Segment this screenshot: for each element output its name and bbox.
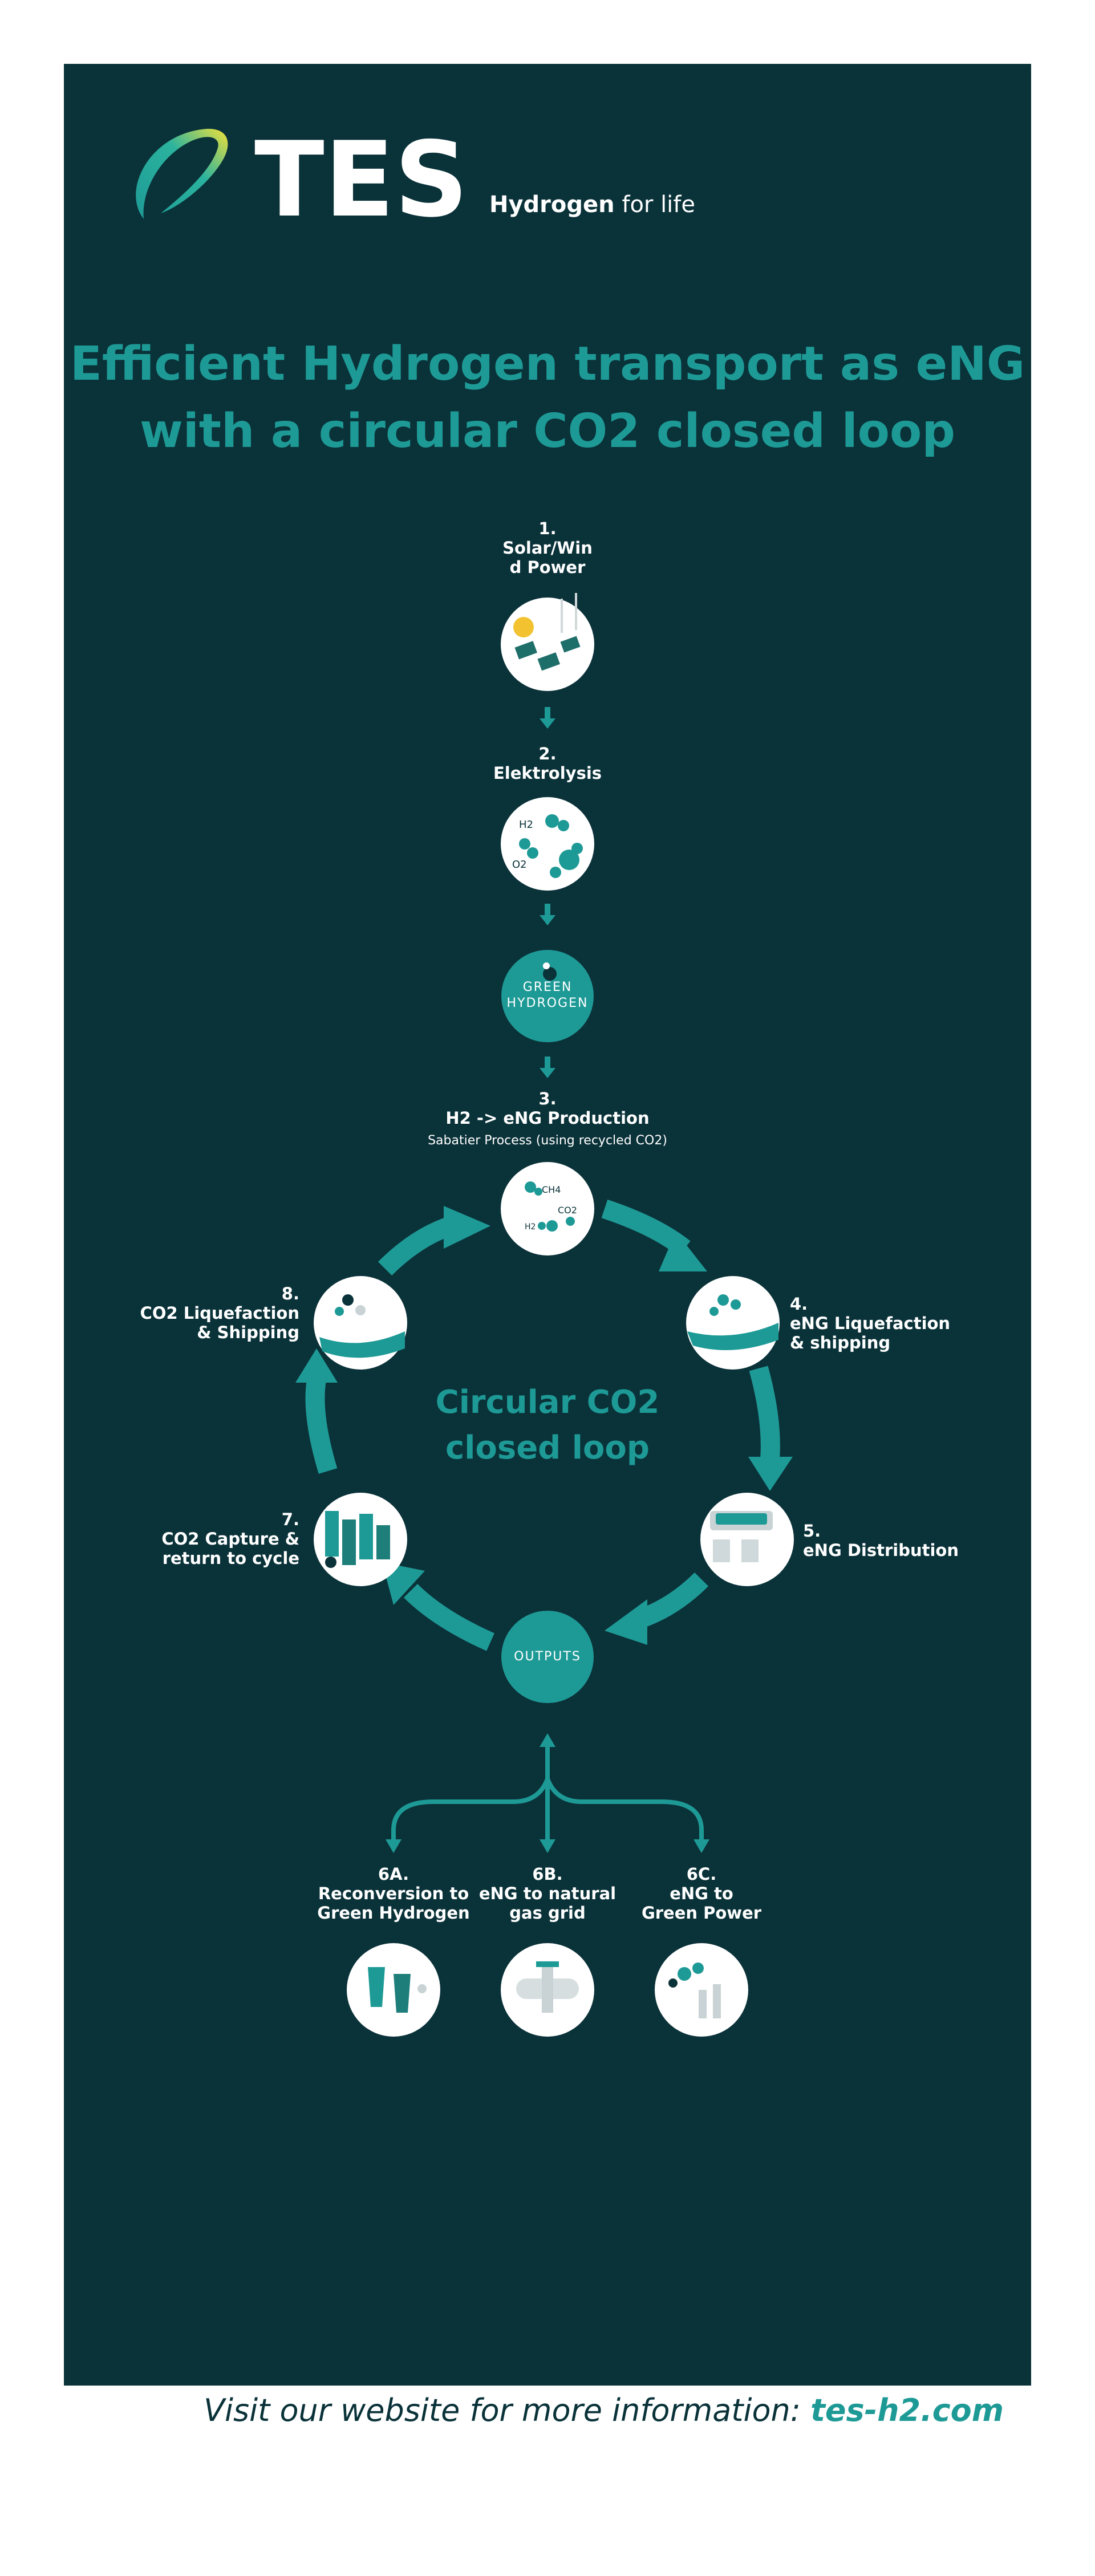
step-8-title: CO2 Liquefaction & Shipping [140,1303,299,1342]
step-6a-label: 6A. Reconversion to Green Hydrogen [308,1864,479,1923]
loop-arrow-5-to-outputs [635,1572,709,1629]
step-2-label: 2. Elektrolysis [439,744,656,783]
step-5-label: 5. eNG Distribution [803,1521,1008,1560]
brand-tagline: Hydrogen for life [489,192,695,218]
arrowhead-up-outputs [540,1733,555,1747]
h2-label-small: H2 [525,1222,536,1232]
tes-wordmark: TES [254,136,468,221]
loop-arrow-outputs-to-7 [403,1583,494,1651]
hydrogen-atom-icon [543,962,550,969]
step-7-number: 7. [281,1510,299,1529]
step-6b-title: eNG to natural gas grid [478,1884,617,1923]
tagline-rest: for life [614,192,695,218]
arrow-green-to-3 [540,1057,555,1078]
step-4-label: 4. eNG Liquefaction & shipping [790,1294,995,1352]
green-label-line-1: GREEN [522,980,573,994]
step-3-subtitle: Sabatier Process (using recycled CO2) [428,1133,667,1148]
step-4-title: eNG Liquefaction & shipping [790,1314,951,1352]
loop-title-line-2: closed loop [445,1429,650,1466]
step-3-number: 3. [538,1089,557,1108]
loop-arrow-8-to-3 [378,1216,454,1276]
step-6c-number: 6C. [686,1864,717,1884]
step-3-title: H2 -> eNG Production [445,1108,650,1128]
eng-distribution-icon [700,1493,794,1586]
tes-logo-icon [136,128,228,219]
sabatier-icon: CH4 CO2 H2 [501,1162,594,1256]
arrowhead-6b [540,1839,555,1853]
reconversion-icon [347,1943,440,2037]
eng-liquefaction-icon [686,1276,780,1370]
brand-name: TES [254,136,468,221]
co2-capture-icon [314,1493,407,1586]
headline-line-2: with a circular CO2 closed loop [139,404,956,458]
h2-label: H2 [519,819,533,831]
step-5-title: eNG Distribution [803,1541,959,1560]
step-1-label: 1. Solar/Win d Power [468,519,627,577]
green-hydrogen-node [501,950,594,1042]
step-1-number: 1. [538,519,557,538]
headline-line-1: Efficient Hydrogen transport as eNG [70,337,1025,391]
o2-label: O2 [512,859,527,871]
step-6a-title: Reconversion to Green Hydrogen [317,1884,470,1923]
loop-arrowhead-3 [444,1206,490,1249]
step-7-label: 7. CO2 Capture & return to cycle [103,1510,299,1568]
step-2-title: Elektrolysis [493,763,602,783]
green-label-line-2: HYDROGEN [506,996,589,1010]
loop-arrowhead-4 [659,1232,707,1271]
step-8-number: 8. [281,1284,299,1303]
loop-arrow-4-to-5 [749,1366,780,1461]
loop-title-line-1: Circular CO2 [435,1384,660,1421]
hydrogen-molecule-icon [543,967,557,981]
loop-arrowhead-outputs [605,1599,647,1645]
outputs-label: OUTPUTS [514,1649,581,1664]
co2-label: CO2 [558,1205,577,1216]
arrow-2-to-green [540,904,555,925]
natural-gas-grid-icon [501,1943,594,2037]
loop-arrowhead-5 [748,1457,793,1491]
output-branches [391,1745,704,1842]
step-6c-title: eNG to Green Power [641,1884,762,1923]
step-6c-label: 6C. eNG to Green Power [619,1864,784,1923]
green-hydrogen-label: GREEN HYDROGEN [502,980,593,1011]
co2-liquefaction-icon [314,1276,407,1370]
footer-text: Visit our website for more information: [204,2392,811,2428]
step-6b-number: 6B. [532,1864,563,1884]
step-6a-number: 6A. [378,1864,409,1884]
step-3-label: 3. H2 -> eNG Production Sabatier Process… [376,1089,719,1151]
step-1-title: Solar/Win d Power [502,538,593,577]
arrowhead-6a [386,1839,402,1853]
outputs-node [501,1611,594,1703]
arrowhead-6c [694,1839,709,1853]
website-link[interactable]: tes-h2.com [810,2392,1004,2428]
loop-arrowhead-8 [295,1348,338,1383]
step-7-title: CO2 Capture & return to cycle [161,1529,299,1568]
loop-arrow-7-to-8 [305,1378,338,1474]
solar-wind-icon [501,593,594,691]
step-4-number: 4. [790,1294,808,1314]
elektrolysis-icon: H2 O2 [501,797,594,891]
green-power-icon [655,1943,748,2037]
footer-cta: Visit our website for more information: … [171,2392,1004,2428]
step-6b-label: 6B. eNG to natural gas grid [465,1864,630,1923]
arrow-1-to-2 [540,707,555,729]
tagline-bold: Hydrogen [489,192,615,218]
ch4-label: CH4 [542,1184,561,1195]
loop-title: Circular CO2 closed loop [399,1380,696,1471]
step-5-number: 5. [803,1521,821,1541]
headline: Efficient Hydrogen transport as eNG with… [64,331,1031,465]
step-2-number: 2. [538,744,557,763]
step-8-label: 8. CO2 Liquefaction & Shipping [103,1284,299,1342]
